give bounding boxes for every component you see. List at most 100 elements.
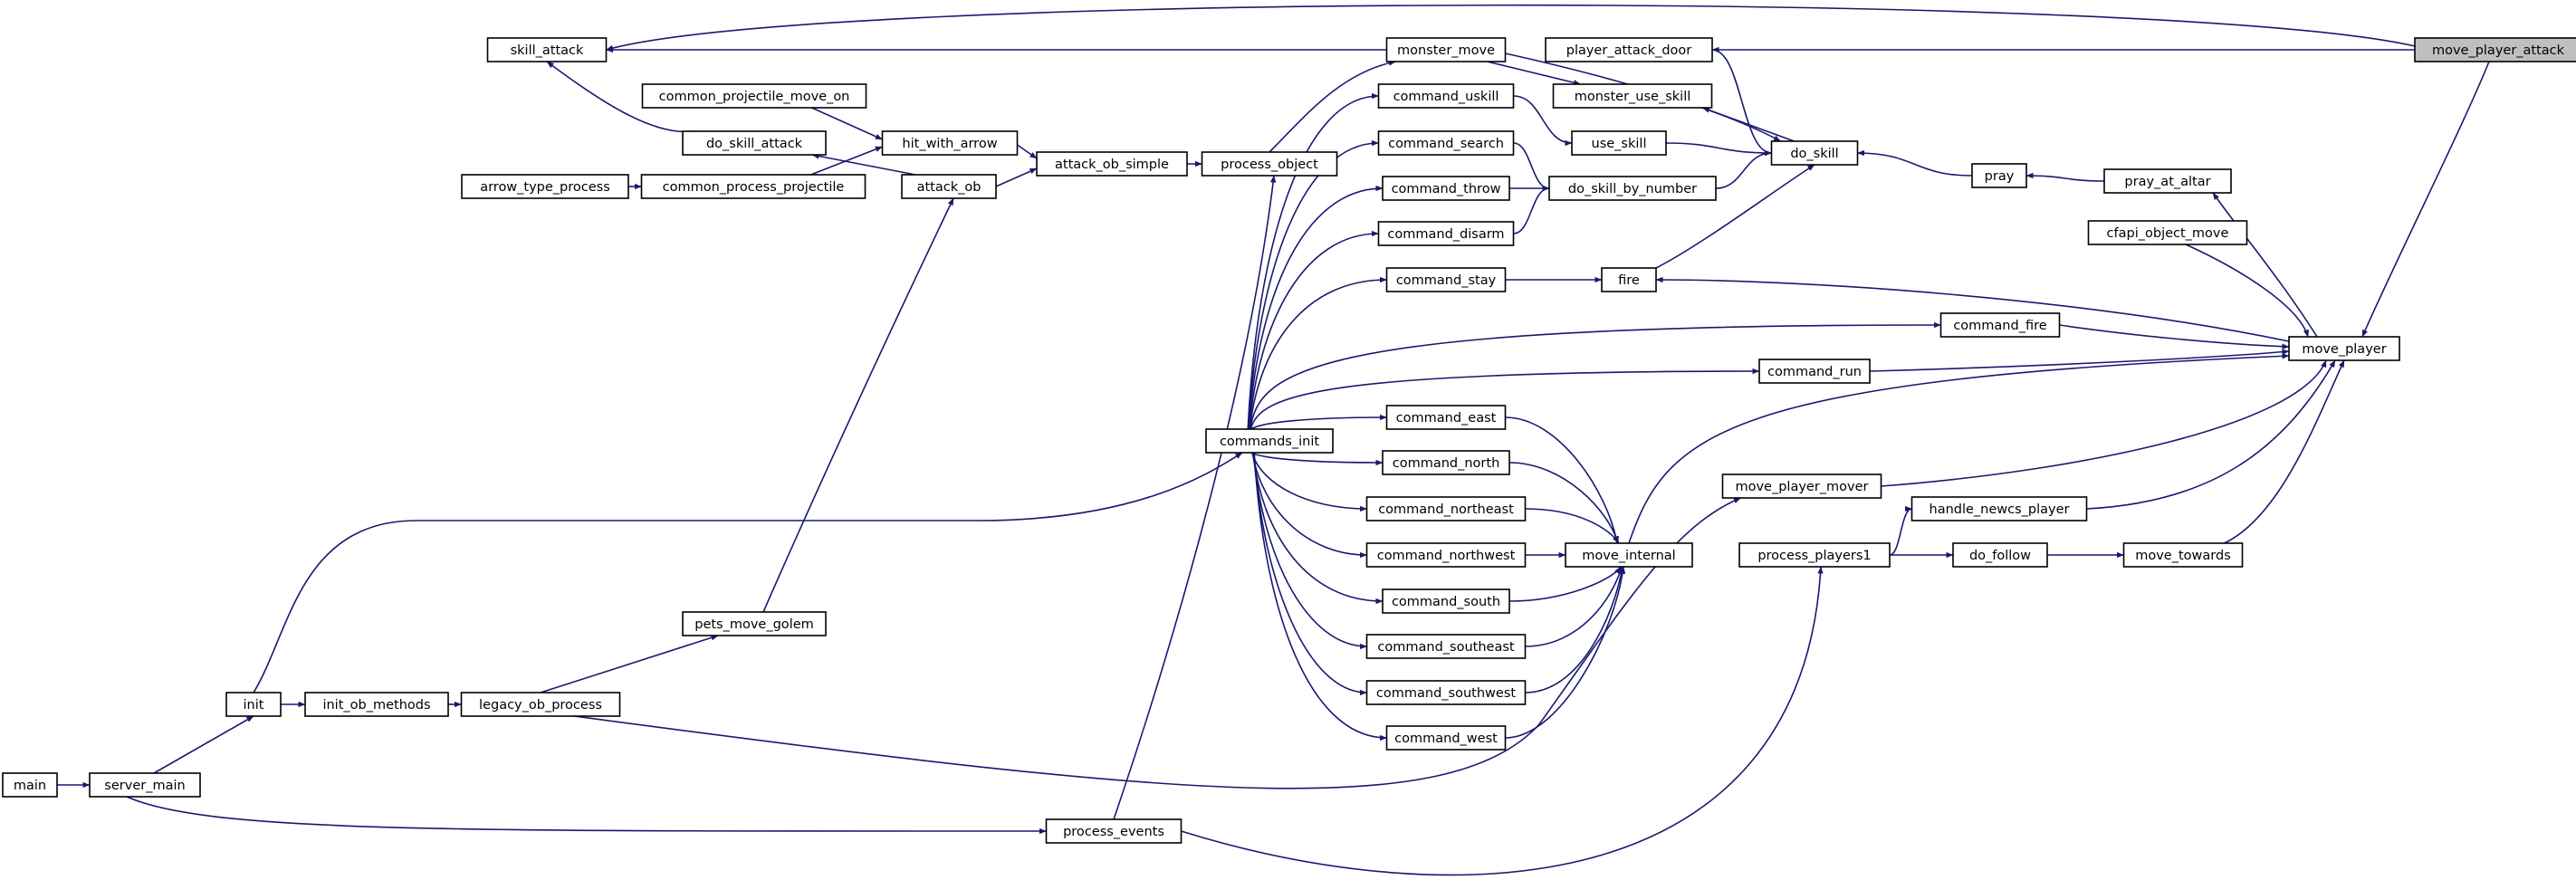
node-label: command_west	[1394, 732, 1498, 746]
node-pray-at-altar[interactable]: pray_at_altar	[2103, 168, 2232, 194]
edge-commands-init-to-command-east	[1250, 414, 1387, 430]
node-box	[1205, 428, 1334, 454]
node-box	[1377, 83, 1515, 109]
node-skill-attack[interactable]: skill_attack	[486, 37, 608, 62]
edge-commands-init-to-command-fire	[1249, 321, 1941, 430]
node-label: move_player_mover	[1735, 480, 1868, 494]
node-label: command_northeast	[1378, 502, 1514, 517]
node-command-stay[interactable]: command_stay	[1385, 267, 1507, 292]
edge-commands-init-to-command-northwest	[1251, 452, 1367, 559]
node-main[interactable]: main	[2, 772, 58, 798]
edge-move-player-attack-to-move-player	[2361, 61, 2490, 338]
node-pets-move-golem[interactable]: pets_move_golem	[682, 611, 827, 636]
edge-commands-init-to-command-northeast	[1250, 452, 1367, 512]
node-server-main[interactable]: server_main	[89, 772, 201, 798]
node-move-player-mover[interactable]: move_player_mover	[1721, 473, 1882, 499]
node-box	[1365, 542, 1527, 568]
node-legacy-ob-process[interactable]: legacy_ob_process	[460, 692, 621, 717]
node-fire[interactable]: fire	[1601, 267, 1657, 292]
node-box	[1971, 163, 2027, 188]
node-label: player_attack_door	[1566, 43, 1692, 58]
node-label: command_disarm	[1387, 227, 1504, 242]
node-init-ob-methods[interactable]: init_ob_methods	[304, 692, 449, 717]
node-label: command_search	[1388, 137, 1504, 151]
node-do-skill-attack[interactable]: do_skill_attack	[682, 130, 827, 156]
node-box	[304, 692, 449, 717]
node-box	[1385, 267, 1507, 292]
node-attack-ob[interactable]: attack_ob	[901, 174, 997, 199]
node-command-northwest[interactable]: command_northwest	[1365, 542, 1527, 568]
node-attack-ob-simple[interactable]: attack_ob_simple	[1036, 151, 1188, 177]
node-command-south[interactable]: command_south	[1382, 588, 1510, 614]
node-handle-newcs-player[interactable]: handle_newcs_player	[1910, 496, 2088, 521]
node-init[interactable]: init	[225, 692, 282, 717]
edge-fire-to-do-skill	[1655, 164, 1815, 269]
node-command-uskill[interactable]: command_uskill	[1377, 83, 1515, 109]
edge-pets-move-golem-to-attack-ob	[762, 197, 954, 613]
node-box	[881, 130, 1019, 156]
edge-move-player-attack-to-skill-attack	[606, 4, 2416, 52]
node-box	[1548, 176, 1717, 201]
node-command-west[interactable]: command_west	[1385, 725, 1507, 751]
node-command-northeast[interactable]: command_northeast	[1365, 496, 1527, 521]
edge-monster-move-to-monster-use-skill	[1487, 61, 1581, 86]
node-pray[interactable]: pray	[1971, 163, 2027, 188]
node-process-events[interactable]: process_events	[1045, 818, 1183, 844]
node-move-player-attack[interactable]: move_player_attack	[2414, 37, 2576, 62]
node-do-skill[interactable]: do_skill	[1770, 140, 1859, 166]
edge-pray-to-do-skill	[1857, 149, 1973, 177]
node-label: command_run	[1767, 365, 1862, 379]
node-do-skill-by-number[interactable]: do_skill_by_number	[1548, 176, 1717, 201]
node-move-internal[interactable]: move_internal	[1565, 542, 1693, 568]
node-box	[1552, 83, 1713, 109]
node-box	[1201, 151, 1338, 177]
node-common-projectile-move-on[interactable]: common_projectile_move_on	[641, 83, 867, 109]
node-monster-move[interactable]: monster_move	[1385, 37, 1507, 62]
node-label: do_skill_by_number	[1568, 182, 1697, 196]
node-box	[1385, 405, 1507, 430]
node-box	[225, 692, 282, 717]
edge-player-attack-door-to-do-skill	[1711, 49, 1772, 157]
edge-command-northeast-to-move-internal	[1525, 508, 1620, 544]
node-monster-use-skill[interactable]: monster_use_skill	[1552, 83, 1713, 109]
node-command-disarm[interactable]: command_disarm	[1377, 221, 1515, 246]
edge-pray-at-altar-to-pray	[2025, 172, 2105, 182]
node-command-east[interactable]: command_east	[1385, 405, 1507, 430]
node-box	[682, 130, 827, 156]
node-use-skill[interactable]: use_skill	[1571, 130, 1667, 156]
node-command-southeast[interactable]: command_southeast	[1365, 634, 1527, 659]
node-box	[1738, 542, 1891, 568]
node-move-towards[interactable]: move_towards	[2122, 542, 2244, 568]
node-box	[1382, 176, 1510, 201]
node-command-run[interactable]: command_run	[1758, 359, 1871, 384]
node-box	[461, 174, 629, 199]
edge-do-skill-by-number-to-do-skill	[1715, 149, 1772, 189]
edge-commands-init-to-command-south	[1251, 452, 1384, 605]
node-player-attack-door[interactable]: player_attack_door	[1545, 37, 1713, 62]
node-command-north[interactable]: command_north	[1382, 450, 1510, 475]
node-process-players1[interactable]: process_players1	[1738, 542, 1891, 568]
node-commands-init[interactable]: commands_init	[1205, 428, 1334, 454]
node-arrow-type-process[interactable]: arrow_type_process	[461, 174, 629, 199]
edge-commands-init-to-command-run	[1250, 368, 1760, 430]
node-do-follow[interactable]: do_follow	[1952, 542, 2048, 568]
node-hit-with-arrow[interactable]: hit_with_arrow	[881, 130, 1019, 156]
edge-move-player-to-fire	[1655, 276, 2290, 342]
node-label: command_northwest	[1377, 549, 1516, 563]
node-cfapi-object-move[interactable]: cfapi_object_move	[2087, 220, 2248, 245]
node-move-player[interactable]: move_player	[2288, 336, 2400, 361]
node-box	[1036, 151, 1188, 177]
node-command-southwest[interactable]: command_southwest	[1365, 680, 1527, 705]
node-common-process-projectile[interactable]: common_process_projectile	[640, 174, 867, 199]
node-command-throw[interactable]: command_throw	[1382, 176, 1510, 201]
edge-do-skill-attack-to-skill-attack	[546, 61, 693, 133]
node-command-fire[interactable]: command_fire	[1939, 312, 2061, 338]
node-box	[1365, 680, 1527, 705]
edge-command-southeast-to-move-internal	[1525, 566, 1623, 647]
node-process-object[interactable]: process_object	[1201, 151, 1338, 177]
node-label: fire	[1618, 273, 1640, 288]
node-command-search[interactable]: command_search	[1377, 130, 1515, 156]
node-label: main	[14, 779, 46, 793]
node-label: legacy_ob_process	[479, 698, 602, 713]
edge-commands-init-to-command-uskill	[1247, 92, 1379, 430]
